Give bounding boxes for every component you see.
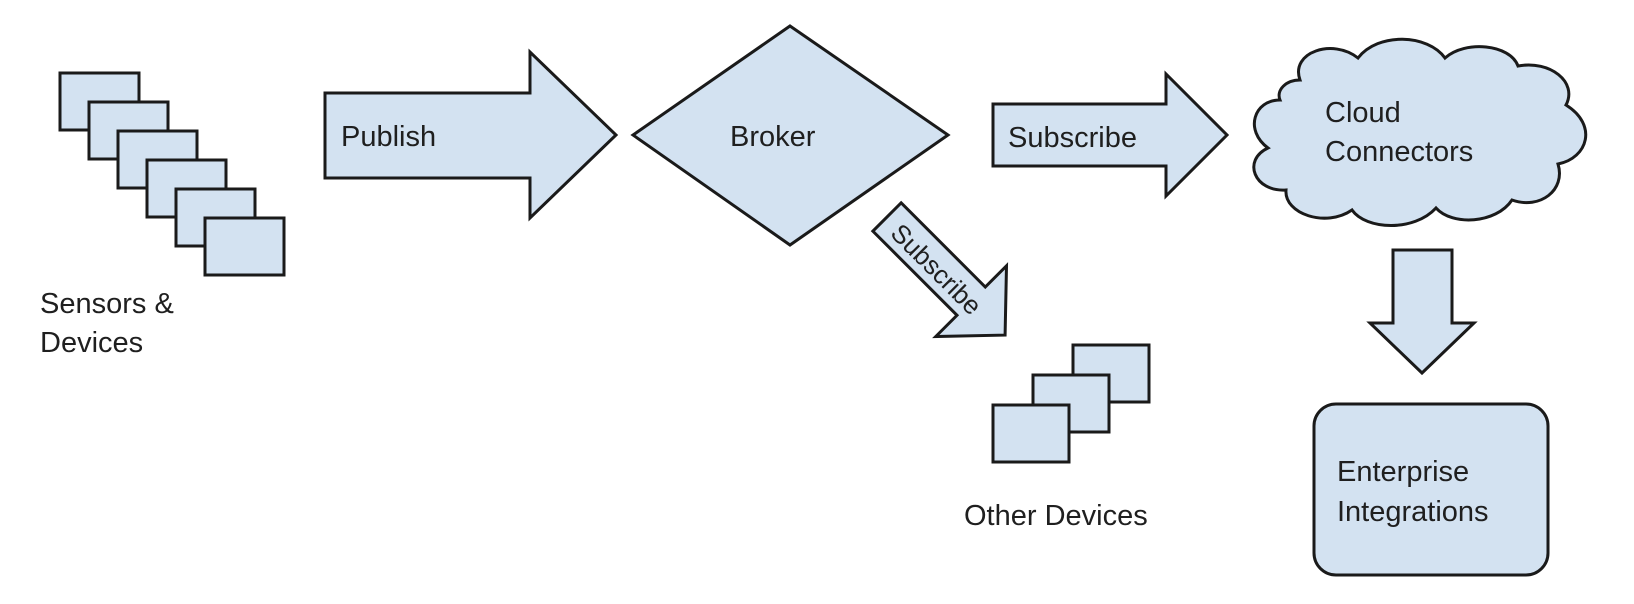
subscribe-devices-arrow	[870, 200, 1009, 339]
cloud-connectors-label-line2: Connectors	[1325, 136, 1473, 168]
publish-label: Publish	[341, 121, 436, 153]
sensors-devices-label-line1: Sensors &	[40, 288, 174, 320]
enterprise-integrations-box	[1312, 402, 1550, 577]
enterprise-integrations-label-line2: Integrations	[1337, 496, 1489, 528]
sensors-devices-stack	[58, 71, 286, 277]
other-devices-stack	[991, 343, 1151, 464]
other-devices-label: Other Devices	[964, 500, 1148, 532]
broker-diamond	[630, 24, 951, 247]
subscribe-devices-arrow-group: Subscribe	[870, 200, 1009, 339]
other-device-square	[991, 403, 1071, 464]
sensor-device-square	[203, 216, 286, 277]
enterprise-integrations-label-line1: Enterprise	[1337, 456, 1469, 488]
sensors-devices-label-line2: Devices	[40, 327, 143, 359]
cloud-connectors-shape	[1252, 37, 1588, 227]
publish-arrow	[323, 48, 619, 222]
down-arrow	[1366, 248, 1478, 376]
subscribe-devices-label: Subscribe	[885, 218, 988, 321]
subscribe-cloud-label: Subscribe	[1008, 122, 1137, 154]
broker-label: Broker	[730, 121, 816, 153]
cloud-connectors-label-line1: Cloud	[1325, 97, 1401, 129]
subscribe-cloud-arrow	[991, 70, 1230, 200]
